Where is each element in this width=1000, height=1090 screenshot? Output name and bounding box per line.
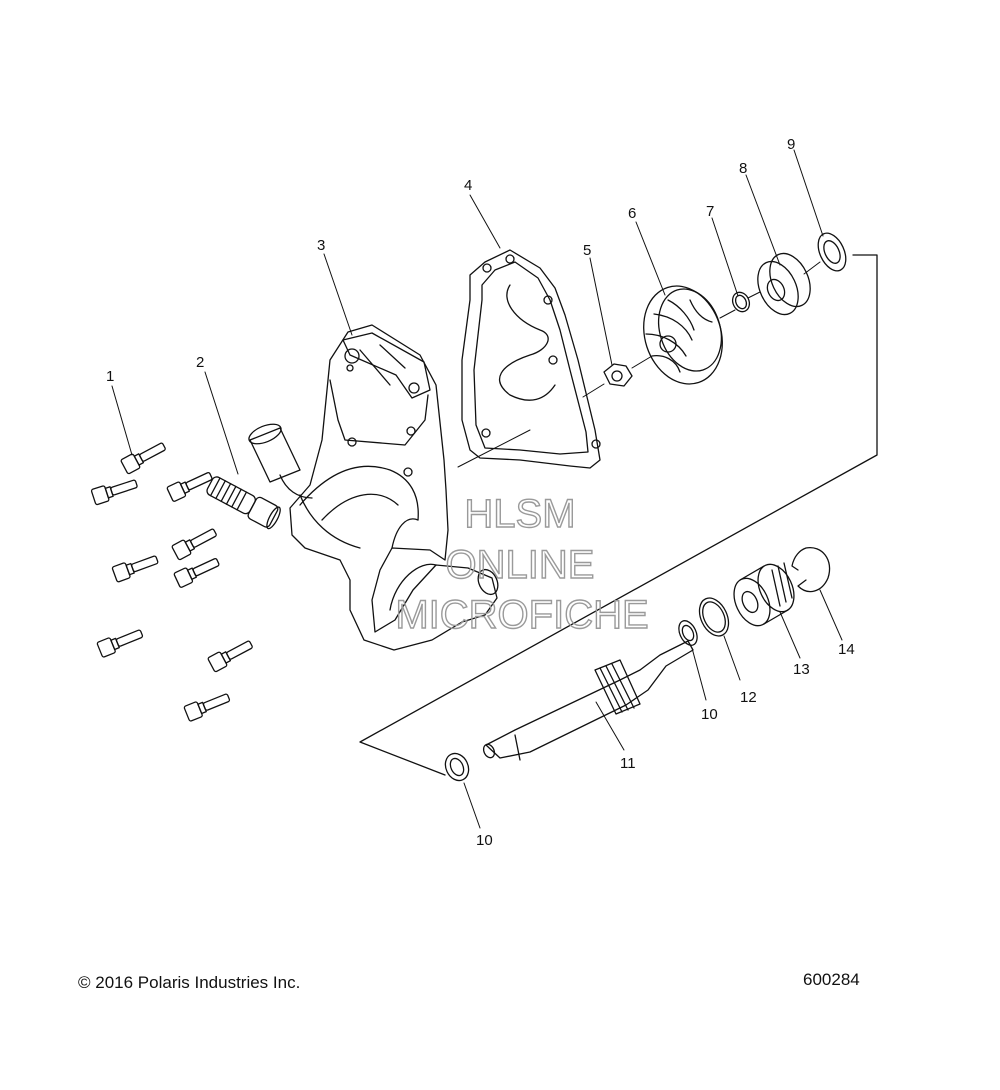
- callout-14: 14: [838, 641, 855, 658]
- callout-labels: 1 2 3 4 5 6 7 8 9 10 10 11 12 13 14: [106, 136, 855, 849]
- watermark-line-1: HLSM: [464, 492, 575, 536]
- callout-12: 12: [740, 689, 757, 706]
- retaining-ring: [698, 597, 730, 637]
- thrust-washer: [444, 752, 470, 782]
- callout-13: 13: [793, 661, 810, 678]
- callout-1: 1: [106, 368, 114, 385]
- callout-10-upper: 10: [701, 706, 718, 723]
- bolt: [207, 640, 253, 673]
- callout-10-lower: 10: [476, 832, 493, 849]
- drive-bearing: [733, 562, 795, 627]
- pump-seal: [757, 252, 811, 316]
- callout-3: 3: [317, 237, 325, 254]
- circlip: [791, 547, 831, 593]
- callout-8: 8: [739, 160, 747, 177]
- bolt: [90, 479, 138, 506]
- callout-9: 9: [787, 136, 795, 153]
- callout-11: 11: [620, 755, 636, 772]
- bolt-group: [90, 442, 253, 722]
- assembly-centerline: [457, 261, 821, 468]
- callout-7: 7: [706, 203, 714, 220]
- bolt: [173, 558, 220, 588]
- thrust-washer: [678, 620, 698, 646]
- callout-5: 5: [583, 242, 591, 259]
- impeller-nut: [603, 363, 633, 387]
- callout-6: 6: [628, 205, 636, 222]
- bolt: [166, 472, 213, 502]
- bolt: [120, 442, 166, 475]
- watermark-line-2: ONLINE: [446, 543, 595, 587]
- callout-4: 4: [464, 177, 472, 194]
- gasket: [461, 249, 601, 469]
- drawing-number: 600284: [803, 970, 860, 989]
- bolt: [183, 693, 231, 722]
- leader-lines: [111, 149, 843, 829]
- watermark: HLSM ONLINE MICROFICHE: [395, 491, 650, 637]
- bolt: [96, 629, 144, 658]
- bolt: [111, 555, 159, 583]
- oil-seal: [817, 232, 847, 272]
- pump-shaft: [482, 640, 694, 761]
- pump-housing: [248, 324, 499, 651]
- watermark-line-3: MICROFICHE: [395, 593, 648, 637]
- bolt: [171, 528, 217, 561]
- callout-2: 2: [196, 354, 204, 371]
- hose-fitting: [206, 476, 281, 530]
- impeller: [643, 285, 723, 385]
- subassembly-frame: [359, 254, 878, 776]
- copyright-notice: © 2016 Polaris Industries Inc.: [78, 973, 301, 992]
